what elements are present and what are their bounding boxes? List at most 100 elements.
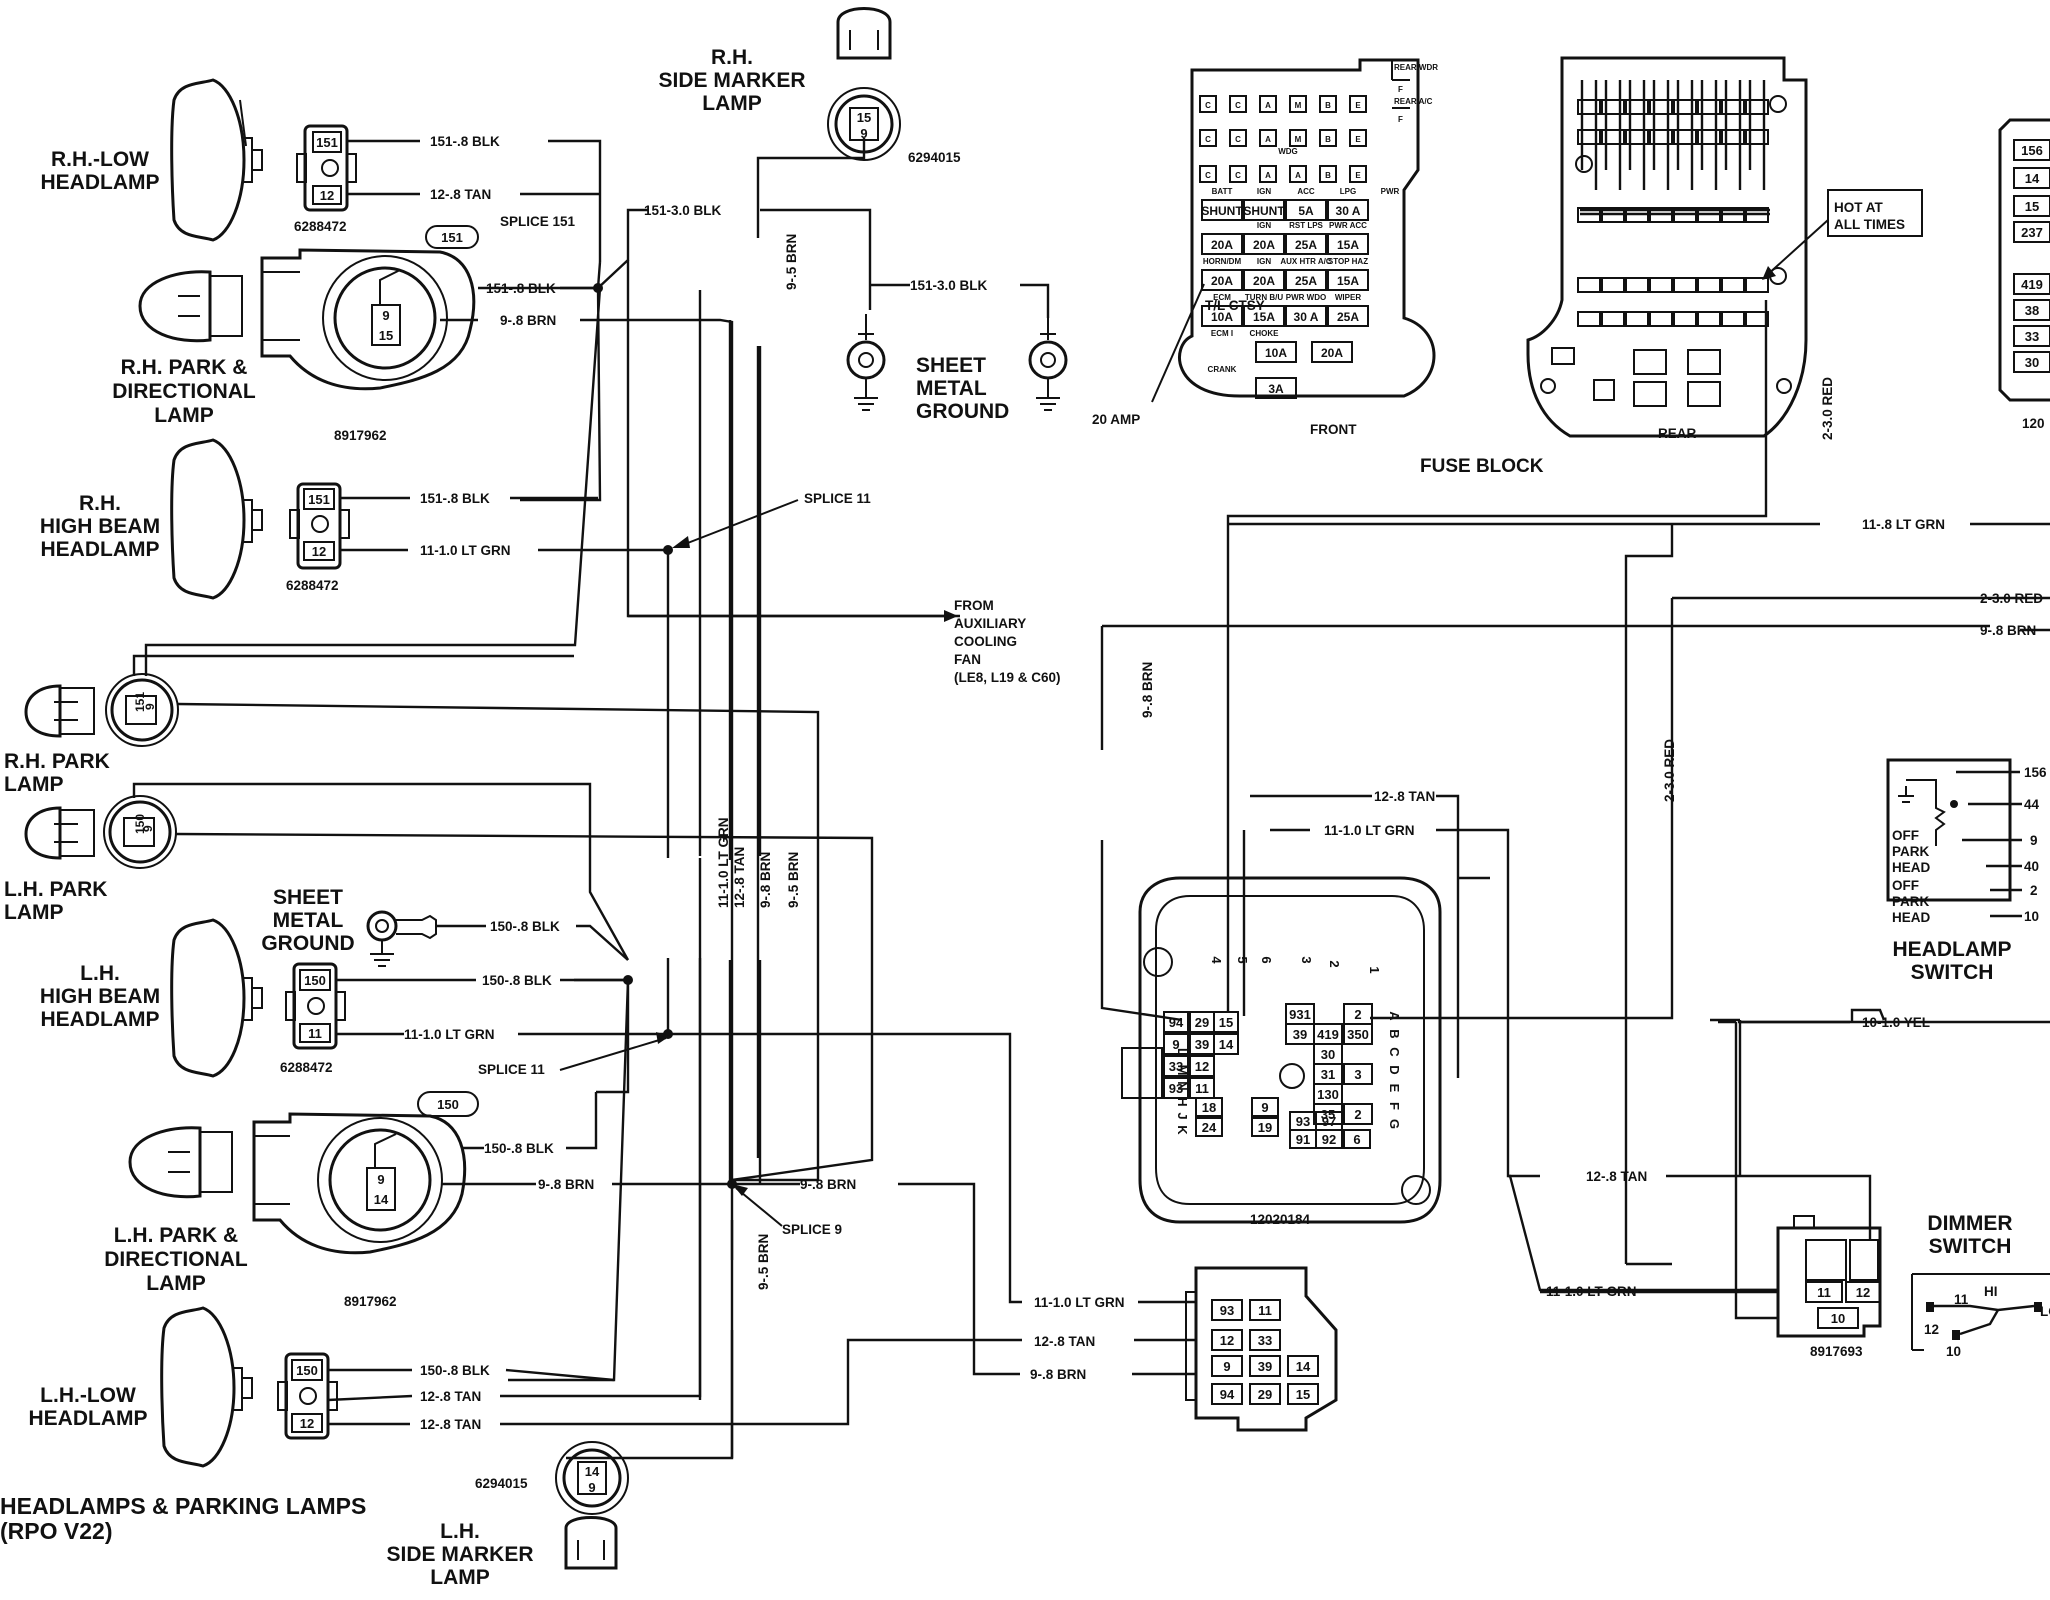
pn-bulkhead: 12020184 <box>1250 1212 1311 1227</box>
fuse <box>1201 233 1243 255</box>
svg-text:9: 9 <box>382 308 389 323</box>
svg-text:11: 11 <box>1258 1303 1272 1318</box>
rear-relay <box>1687 381 1721 407</box>
rear-fuse-cell <box>1601 129 1625 145</box>
pn-lh-park-dir: 8917962 <box>344 1294 397 1309</box>
svg-text:14: 14 <box>1296 1359 1311 1374</box>
svg-text:11-1.0 LT GRN: 11-1.0 LT GRN <box>1546 1284 1637 1299</box>
svg-text:9: 9 <box>588 1480 595 1495</box>
rear-fuses <box>1551 80 1770 407</box>
svg-text:150-.8 BLK: 150-.8 BLK <box>420 1363 490 1378</box>
svg-text:33: 33 <box>2025 329 2039 344</box>
rh-side-marker-lamp: 15 9 <box>827 7 901 161</box>
svg-text:156: 156 <box>2024 765 2047 780</box>
pn-dimmer: 8917693 <box>1810 1344 1863 1359</box>
svg-text:150: 150 <box>133 814 147 834</box>
bulkhead-letter: M <box>1175 1065 1190 1076</box>
bulkhead-pin-label: 31 <box>1321 1067 1335 1082</box>
fuse-value: 20A <box>1253 274 1275 288</box>
fuse <box>1327 305 1369 327</box>
rear-fuse-cell <box>1721 99 1745 115</box>
bulkhead-pin <box>1343 1103 1373 1125</box>
svg-text:11-.8 LT GRN: 11-.8 LT GRN <box>1862 517 1945 532</box>
label-fuse-rear: REAR <box>1658 426 1697 441</box>
rear-fuse-cell <box>1697 99 1721 115</box>
svg-text:151: 151 <box>308 492 330 507</box>
bulkhead-pin-label: 130 <box>1317 1087 1339 1102</box>
fuse <box>1201 269 1243 291</box>
svg-text:LO: LO <box>2040 1304 2050 1319</box>
fuse-caption: CRANK <box>1208 365 1237 374</box>
fuse-value: 25A <box>1295 238 1317 252</box>
rear-fuse-cell <box>1721 311 1745 327</box>
lh-high-beam-headlamp <box>170 918 263 1078</box>
bulkhead-pin <box>1251 1117 1279 1137</box>
svg-text:12-.8 TAN: 12-.8 TAN <box>420 1389 481 1404</box>
bulkhead-pin <box>1213 1033 1239 1055</box>
bulkhead-letter: L <box>1175 1048 1190 1056</box>
svg-text:11-1.0 LT GRN: 11-1.0 LT GRN <box>1034 1295 1125 1310</box>
svg-text:2-3.0 RED: 2-3.0 RED <box>1980 591 2043 606</box>
rear-fuse-cell <box>1745 277 1769 293</box>
fuse-value: 15A <box>1337 274 1359 288</box>
lh-park-directional-bulb <box>128 1126 233 1199</box>
svg-text:F: F <box>1398 85 1403 94</box>
fuse <box>1243 199 1285 221</box>
bulkhead-pin-label: 2 <box>1354 1007 1361 1022</box>
lower-connector-leads <box>1132 1300 1196 1376</box>
fuse-cell <box>1199 129 1217 147</box>
fuse-caption: HORN/DM <box>1203 257 1242 266</box>
bulkhead-letter: C <box>1387 1047 1402 1057</box>
label-fuse-block: FUSE BLOCK <box>1420 456 1544 477</box>
fuse-cell-letter: M <box>1295 135 1302 144</box>
rear-fuse-cell <box>1673 129 1697 145</box>
lh-side-marker-lamp: 14 9 <box>555 1441 629 1570</box>
rear-fuse-cell <box>1721 129 1745 145</box>
bulkhead-pin-label: 18 <box>1202 1100 1216 1115</box>
bulkhead-letter: G <box>1387 1119 1402 1129</box>
bulkhead-letter: F <box>1387 1102 1402 1110</box>
hot-leader <box>1765 219 1829 277</box>
fuse-cell-letter: C <box>1205 171 1211 180</box>
lower-harness-connector: 93 11 12 33 9 39 14 94 29 15 <box>1185 1266 1338 1432</box>
lh-low-headlamp <box>160 1306 253 1468</box>
fuse-value: 30 A <box>1294 310 1319 324</box>
rear-fuse-cell <box>1649 277 1673 293</box>
bulkhead-letter: 3 <box>1299 956 1314 963</box>
rear-fuse-cell <box>1601 277 1625 293</box>
svg-text:40: 40 <box>2024 859 2039 874</box>
svg-text:HI: HI <box>1984 1284 1998 1299</box>
fuse-caption: STOP HAZ <box>1328 257 1368 266</box>
svg-text:SPLICE 11: SPLICE 11 <box>804 491 871 506</box>
svg-text:10: 10 <box>1946 1344 1961 1359</box>
bulkhead-pin <box>1213 1011 1239 1033</box>
tl-ctsy-leader <box>1151 283 1205 403</box>
lh-high-connector: 150 11 <box>285 962 346 1050</box>
svg-text:12: 12 <box>300 1416 314 1431</box>
rear-fuse-bar <box>1724 80 1742 190</box>
bulkhead-pin-label: 24 <box>1202 1120 1217 1135</box>
svg-text:151-.8 BLK: 151-.8 BLK <box>420 491 490 506</box>
rh-high-beam-headlamp <box>170 438 263 600</box>
fuse-caption: IGN <box>1257 187 1271 196</box>
fuse-value: 3A <box>1268 382 1284 396</box>
lh-park-socket: 9 14 150 <box>252 1091 479 1255</box>
svg-text:11-1.0 LT GRN: 11-1.0 LT GRN <box>1324 823 1415 838</box>
bulkhead-pin <box>1195 1097 1223 1117</box>
fuse-value: 10A <box>1211 310 1233 324</box>
fuse-caption: ECM I <box>1211 329 1233 338</box>
svg-text:9: 9 <box>860 126 867 141</box>
fuse-value: 5A <box>1298 204 1314 218</box>
bulkhead-pin-label: 29 <box>1195 1015 1209 1030</box>
fuse-value: 20A <box>1253 238 1275 252</box>
svg-text:30: 30 <box>2025 355 2039 370</box>
rear-fuse-cell <box>1577 277 1601 293</box>
svg-text:2: 2 <box>2030 883 2038 898</box>
svg-text:39: 39 <box>1258 1359 1272 1374</box>
svg-text:44: 44 <box>2024 797 2040 812</box>
fuse-cell <box>1349 129 1367 147</box>
dimmer-switch-schematic: 11 HI 12 10 LO <box>1911 1273 2050 1359</box>
svg-text:9: 9 <box>1223 1359 1230 1374</box>
